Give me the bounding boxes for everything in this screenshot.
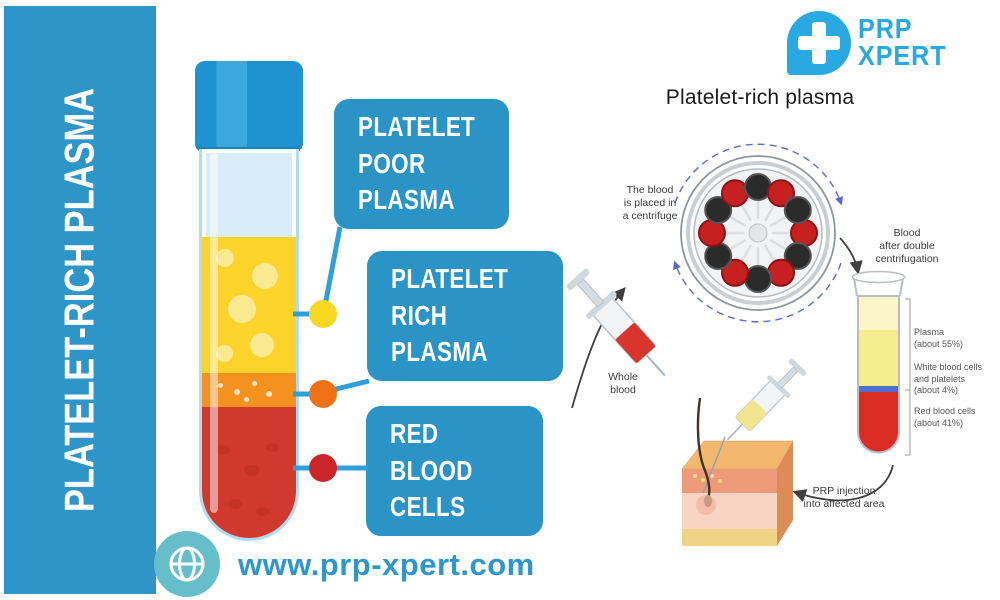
prp-syringe-icon xyxy=(726,358,807,441)
logo-cross-icon xyxy=(787,11,851,75)
callout-line: PLASMA xyxy=(358,184,455,216)
centrifuge-icon xyxy=(673,143,843,323)
callout-line: PLATELET xyxy=(358,110,476,142)
logo-wordmark: PRP XPERT xyxy=(858,13,956,72)
logo-line1: PRP xyxy=(858,13,913,44)
label-plasma-pct: Plasma (about 55%) xyxy=(914,327,964,349)
label-wbc-platelets-pct: White blood cells and platelets (about 4… xyxy=(914,362,983,396)
test-tube xyxy=(199,149,299,541)
callout-line: RED xyxy=(390,417,439,449)
label-blood-after-centrifugation: Blood after double centrifugation xyxy=(875,227,939,266)
callout-line: BLOOD xyxy=(390,454,473,486)
callout-line: PLASMA xyxy=(391,336,488,368)
callout-line: CELLS xyxy=(390,491,466,523)
glass-highlight xyxy=(210,153,218,513)
whole-blood-syringe-icon xyxy=(566,268,666,377)
dot-platelet-poor xyxy=(309,300,337,328)
label-blood-in-centrifuge: The blood is placed in a centrifuge xyxy=(622,184,678,223)
callout-red-blood-cells: RED BLOOD CELLS xyxy=(366,406,543,536)
result-tube-icon xyxy=(851,270,911,456)
dot-platelet-rich xyxy=(309,380,337,408)
dot-red-blood-cells xyxy=(309,454,337,482)
callout-line: RICH xyxy=(391,299,448,331)
globe-icon xyxy=(154,531,220,597)
callout-line: POOR xyxy=(358,147,426,179)
callout-line: PLATELET xyxy=(391,262,509,294)
sidebar: PLATELET-RICH PLASMA xyxy=(4,6,156,594)
callout-platelet-poor-plasma: PLATELET POOR PLASMA xyxy=(334,99,509,229)
label-rbc-pct: Red blood cells (about 41%) xyxy=(914,406,976,428)
website-url: www.prp-xpert.com xyxy=(238,547,535,582)
process-arrows xyxy=(571,237,894,502)
label-prp-injection: PRP injection into affected area xyxy=(803,485,885,511)
diagram-title: Platelet-rich plasma xyxy=(665,86,855,109)
logo-line2: XPERT xyxy=(858,40,947,72)
skin-cross-section-icon xyxy=(681,397,794,546)
label-whole-blood: Whole blood xyxy=(608,371,638,397)
callout-platelet-rich-plasma: PLATELET RICH PLASMA xyxy=(367,251,563,381)
